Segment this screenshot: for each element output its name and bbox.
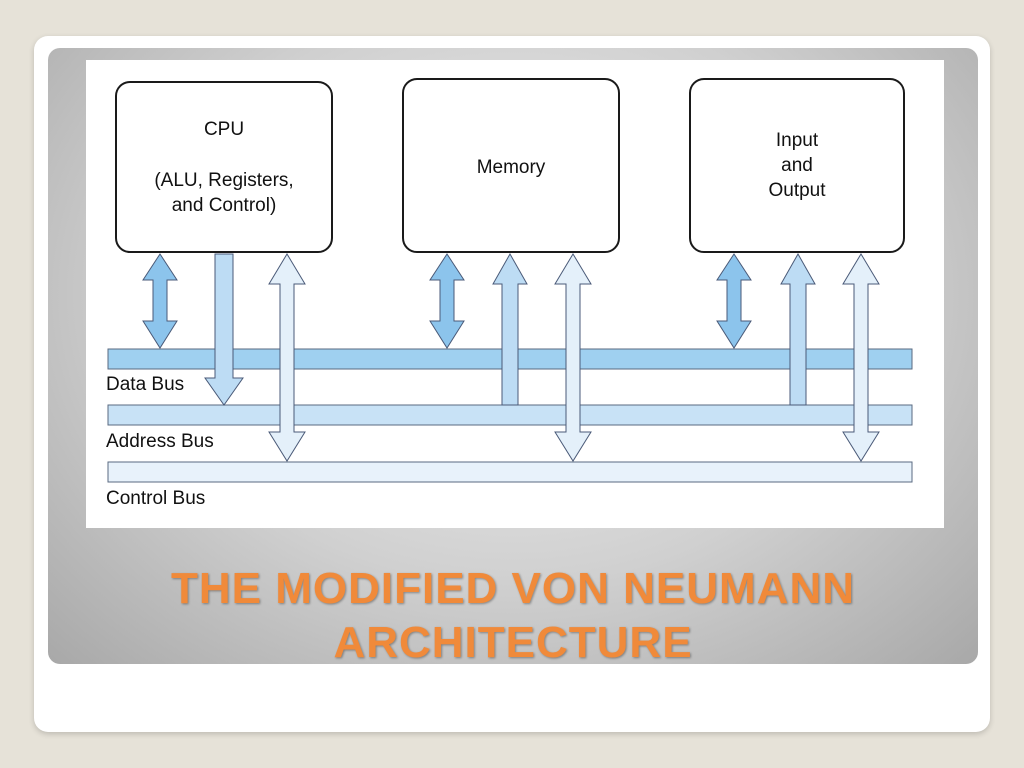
cpu-sublabel-2: and Control)	[172, 195, 277, 216]
io-data-bus-arrow	[716, 253, 752, 349]
memory-control-bus-arrow	[554, 253, 592, 462]
memory-box	[402, 78, 620, 253]
slide-title-line-2: ARCHITECTURE	[333, 618, 693, 667]
io-control-bus-arrow	[842, 253, 880, 462]
address-bus-bar	[107, 404, 913, 426]
data-bus-label: Data Bus	[106, 374, 184, 395]
memory-label: Memory	[477, 157, 546, 178]
slide-title-line-1: THE MODIFIED VON NEUMANN	[171, 564, 855, 613]
cpu-sublabel-1: (ALU, Registers,	[154, 170, 293, 191]
io-box	[689, 78, 905, 253]
slide-title: THE MODIFIED VON NEUMANN ARCHITECTURE	[48, 562, 978, 670]
cpu-label: CPU	[204, 119, 244, 140]
cpu-data-bus-arrow	[142, 253, 178, 349]
io-label-2: and	[781, 155, 813, 176]
address-bus-label: Address Bus	[106, 431, 214, 452]
memory-address-bus-arrow	[492, 252, 528, 406]
cpu-box	[115, 81, 333, 253]
cpu-control-bus-arrow	[268, 253, 306, 462]
control-bus-bar	[107, 461, 913, 483]
memory-data-bus-arrow	[429, 253, 465, 349]
io-address-bus-arrow	[780, 252, 816, 406]
von-neumann-diagram: Data Bus Address Bus Control Bus CPU (AL…	[86, 60, 944, 528]
io-label-1: Input	[776, 130, 819, 151]
control-bus-label: Control Bus	[106, 488, 205, 509]
io-label-3: Output	[768, 180, 826, 201]
cpu-address-bus-arrow	[204, 253, 244, 406]
